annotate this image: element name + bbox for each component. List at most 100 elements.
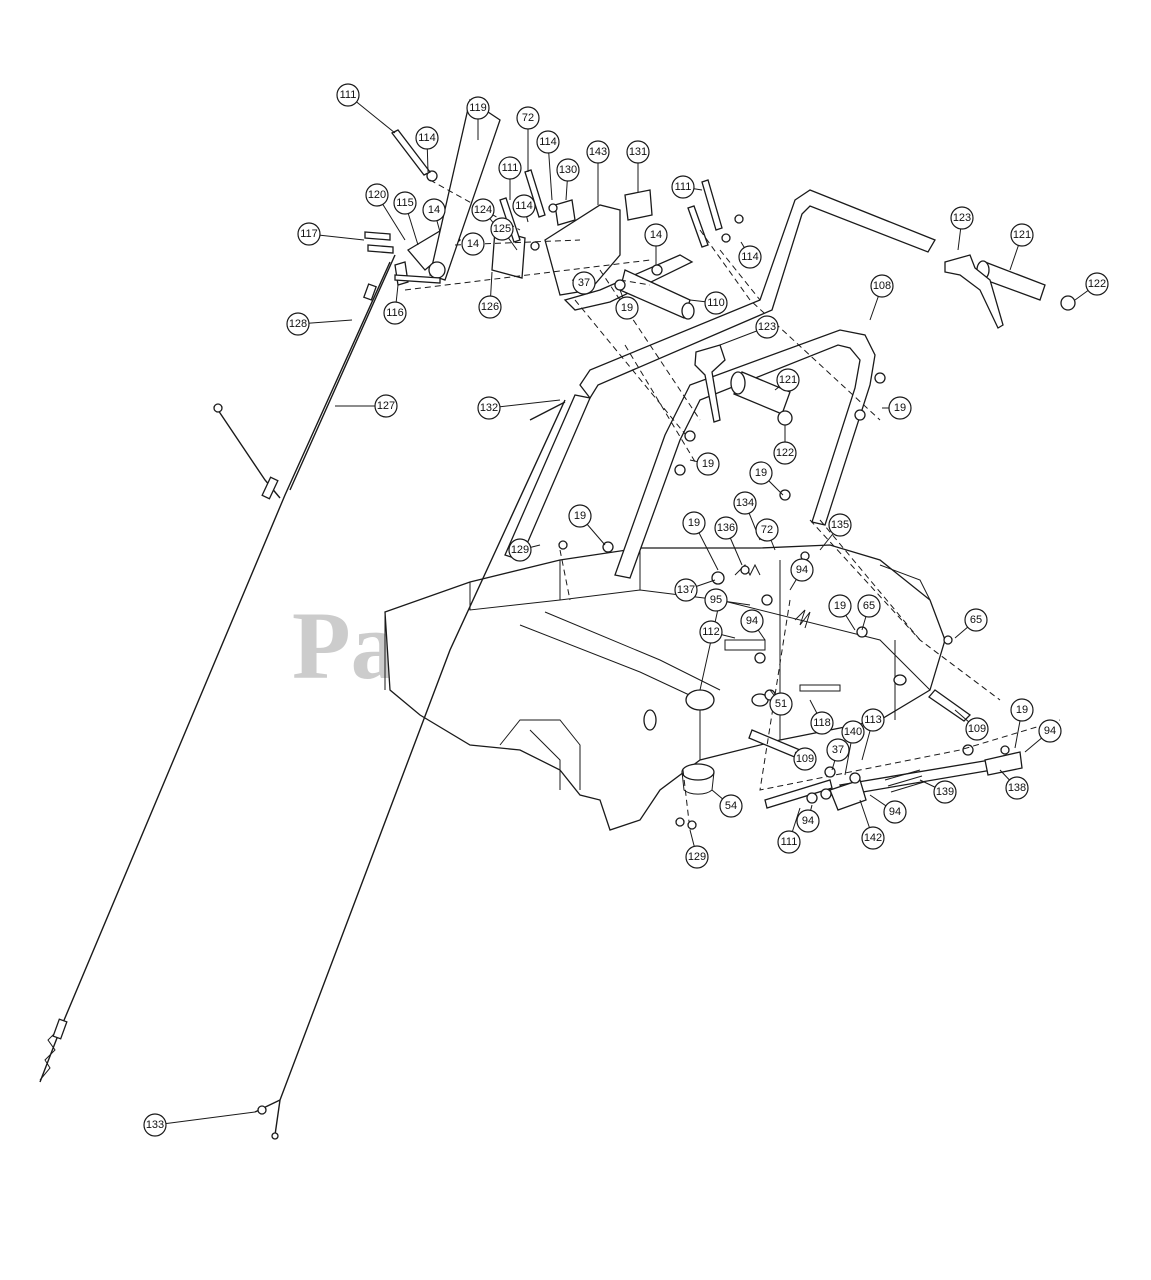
callout-number: 72 [761,524,773,536]
callout-number: 125 [493,223,511,235]
callout-circle [740,609,764,633]
callout-circle [704,588,728,612]
callout-124: 124 [471,198,495,222]
callout-37: 37 [826,738,850,762]
callout-19: 19 [682,511,706,535]
callout-number: 114 [539,136,557,148]
callout-number: 14 [428,204,440,216]
callout-number: 133 [146,1119,164,1131]
callout-circle [749,461,773,485]
callout-circle [336,83,360,107]
pedal-assembly [806,744,1023,811]
callout-37: 37 [572,271,596,295]
callout-135: 135 [828,513,852,537]
callout-circle [508,538,532,562]
callout-number: 116 [386,307,404,319]
callout-65: 65 [857,594,881,618]
callout-number: 19 [894,402,906,414]
callout-circle [682,511,706,535]
callout-19: 19 [828,594,852,618]
callout-94: 94 [740,609,764,633]
callout-number: 19 [834,600,846,612]
callout-number: 14 [650,229,662,241]
callout-number: 120 [368,189,386,201]
callout-72: 72 [516,106,540,130]
handle-grips [730,260,1076,426]
callout-number: 51 [775,698,787,710]
callout-122: 122 [1085,272,1109,296]
callout-134: 134 [733,491,757,515]
callout-circle [1010,223,1034,247]
callout-number: 135 [831,519,849,531]
callout-number: 127 [377,400,395,412]
callout-number: 109 [796,753,814,765]
callout-number: 114 [741,251,759,263]
callout-circle [769,692,793,716]
callout-number: 94 [746,615,758,627]
callout-114: 114 [738,245,762,269]
callout-94: 94 [1038,719,1062,743]
callout-circle [777,830,801,854]
callout-94: 94 [796,809,820,833]
callout-circle [415,126,439,150]
callout-120: 120 [365,183,389,207]
callout-circle [674,578,698,602]
callout-number: 54 [725,800,737,812]
callout-circle [933,780,957,804]
callout-112: 112 [699,620,723,644]
callout-138: 138 [1005,776,1029,800]
callout-number: 111 [675,181,692,193]
callout-number: 94 [1044,725,1056,737]
callout-114: 114 [536,130,560,154]
callout-number: 140 [844,726,862,738]
callout-number: 131 [629,146,647,158]
callout-115: 115 [393,191,417,215]
callout-number: 123 [758,321,776,333]
callout-circle [477,396,501,420]
callout-number: 121 [1013,229,1031,241]
callout-circle [964,608,988,632]
callout-number: 123 [953,212,971,224]
callout-114: 114 [512,194,536,218]
callout-123: 123 [950,206,974,230]
callout-circle [696,452,720,476]
callout-131: 131 [626,140,650,164]
callout-number: 134 [736,497,754,509]
callout-number: 65 [863,600,875,612]
callout-number: 114 [418,132,436,144]
callout-circle [883,800,907,824]
callout-circle [498,156,522,180]
callout-circle [773,441,797,465]
callout-140: 140 [841,720,865,744]
callout-19: 19 [568,504,592,528]
callout-circle [393,191,417,215]
callout-116: 116 [383,301,407,325]
callout-circle [810,711,834,735]
callout-94: 94 [790,558,814,582]
callout-circle [790,558,814,582]
callout-circle [1010,698,1034,722]
callout-circle [512,194,536,218]
callout-circle [755,315,779,339]
callout-132: 132 [477,396,501,420]
callout-circle [586,140,610,164]
callout-14: 14 [461,232,485,256]
callout-127: 127 [374,394,398,418]
callout-circle [572,271,596,295]
callout-circle [685,845,709,869]
callout-circle [841,720,865,744]
callout-number: 126 [481,301,499,313]
callout-circle [478,295,502,319]
callout-number: 115 [396,197,414,209]
callout-number: 142 [864,832,882,844]
callout-circle [626,140,650,164]
callout-143: 143 [586,140,610,164]
callout-circle [1085,272,1109,296]
callout-19: 19 [1010,698,1034,722]
callout-number: 19 [755,467,767,479]
callout-number: 19 [621,302,633,314]
callout-circle [490,217,514,241]
callout-number: 118 [813,717,831,729]
callout-19: 19 [615,296,639,320]
